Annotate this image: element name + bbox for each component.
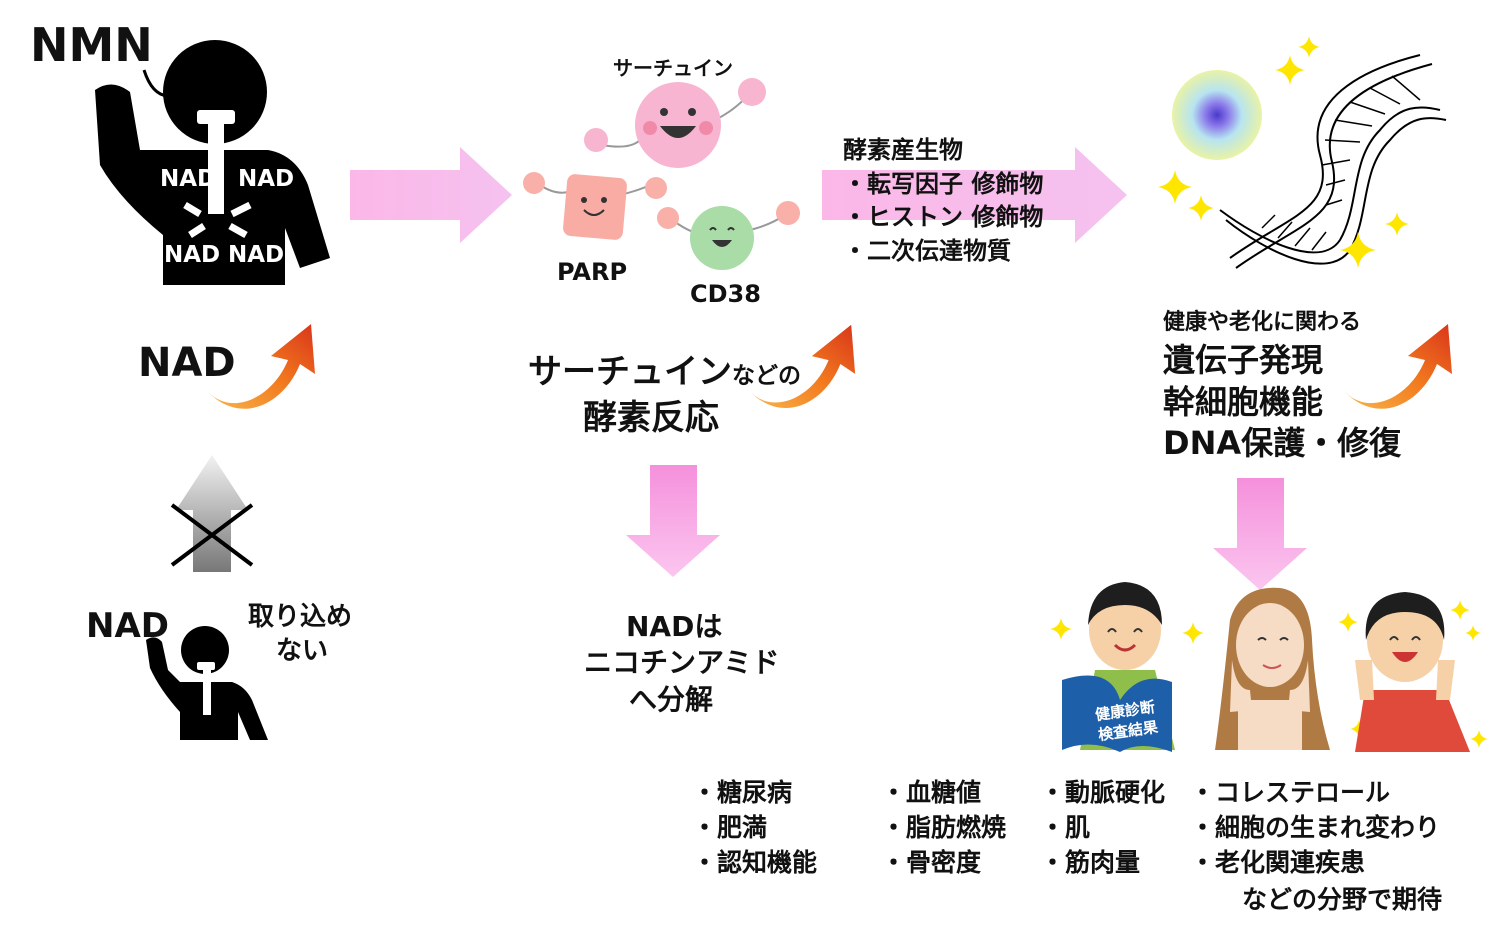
benefit-item: ・細胞の生まれ変わり	[1190, 813, 1441, 842]
parp-label: PARP	[557, 258, 628, 286]
effect-gene-expression: 遺伝子発現	[1163, 341, 1324, 379]
cross-mark-icon	[170, 503, 254, 567]
cannot-absorb-line1: 取り込め	[248, 602, 353, 632]
products-item-3: ・二次伝達物質	[843, 237, 1011, 265]
benefit-item: ・糖尿病	[692, 778, 793, 807]
effects-intro: 健康や老化に関わる	[1163, 310, 1362, 335]
products-title: 酵素産生物	[843, 136, 963, 164]
parp-character-icon	[523, 172, 667, 240]
pink-arrow-2	[822, 147, 1127, 243]
benefits-column-1: ・糖尿病 ・肥満 ・認知機能	[692, 775, 817, 880]
benefit-item: ・認知機能	[692, 848, 818, 877]
boy-with-checkup-booklet-icon	[1062, 582, 1175, 752]
nad-cell-3: NAD	[164, 242, 221, 268]
pink-down-arrow-2	[1213, 478, 1307, 590]
nad-cell-1: NAD	[160, 166, 217, 192]
nad-increase-label: NAD	[138, 340, 236, 386]
pink-down-arrow-1	[626, 465, 720, 577]
benefits-column-3: ・動脈硬化 ・肌 ・筋肉量	[1040, 775, 1165, 880]
benefits-column-2: ・血糖値 ・脂肪燃焼 ・骨密度	[881, 775, 1006, 880]
benefit-item: ・血糖値	[881, 778, 982, 807]
orange-up-arrow-3	[1345, 324, 1452, 409]
sirtuin-label: サーチュイン	[613, 56, 733, 80]
cd38-character-icon	[657, 201, 800, 270]
dna-helix-icon	[1219, 50, 1447, 269]
effect-dna-repair: DNA保護・修復	[1163, 424, 1402, 462]
nad-cell-4: NAD	[228, 242, 285, 268]
cd38-label: CD38	[690, 280, 761, 308]
effect-stem-cell: 幹細胞機能	[1163, 383, 1324, 421]
benefit-item: ・骨密度	[881, 848, 982, 877]
sirtuin-character-icon	[584, 78, 766, 168]
decompose-line1: NADは	[626, 610, 723, 643]
person-drinking-nad-icon	[146, 626, 268, 740]
products-item-2: ・ヒストン 修飾物	[843, 203, 1044, 231]
enzyme-reaction-line1: サーチュインなどの	[528, 344, 801, 393]
woman-touching-face-icon	[1215, 587, 1330, 750]
gray-up-arrow	[176, 455, 248, 572]
nad-small-label: NAD	[86, 606, 169, 646]
nad-cell-2: NAD	[238, 166, 295, 192]
benefit-item: ・筋肉量	[1040, 848, 1141, 877]
benefits-column-4: ・コレステロール ・細胞の生まれ変わり ・老化関連疾患	[1190, 775, 1440, 880]
nmn-label: NMN	[30, 18, 153, 72]
benefit-item: ・肌	[1040, 813, 1091, 842]
benefit-item: ・老化関連疾患	[1190, 848, 1366, 877]
girl-peace-sign-icon	[1355, 592, 1470, 752]
cell-icon	[1172, 70, 1262, 160]
person-drinking-nmn-icon	[95, 40, 330, 285]
enzyme-reaction-line2: 酵素反応	[583, 398, 719, 438]
decompose-line3: へ分解	[629, 683, 714, 716]
cannot-absorb-line2: ない	[276, 636, 329, 666]
benefit-item: ・コレステロール	[1190, 778, 1391, 807]
decompose-line2: ニコチンアミド	[584, 646, 780, 679]
benefit-item: ・肥満	[692, 813, 768, 842]
benefits-footer: などの分野で期待	[1242, 885, 1443, 914]
enzyme-reaction-small: などの	[732, 363, 801, 389]
products-item-1: ・転写因子 修飾物	[843, 170, 1044, 198]
pink-arrow-1	[350, 147, 512, 243]
enzyme-reaction-main: サーチュイン	[528, 352, 732, 392]
benefit-item: ・脂肪燃焼	[881, 813, 1007, 842]
benefit-item: ・動脈硬化	[1040, 778, 1166, 807]
